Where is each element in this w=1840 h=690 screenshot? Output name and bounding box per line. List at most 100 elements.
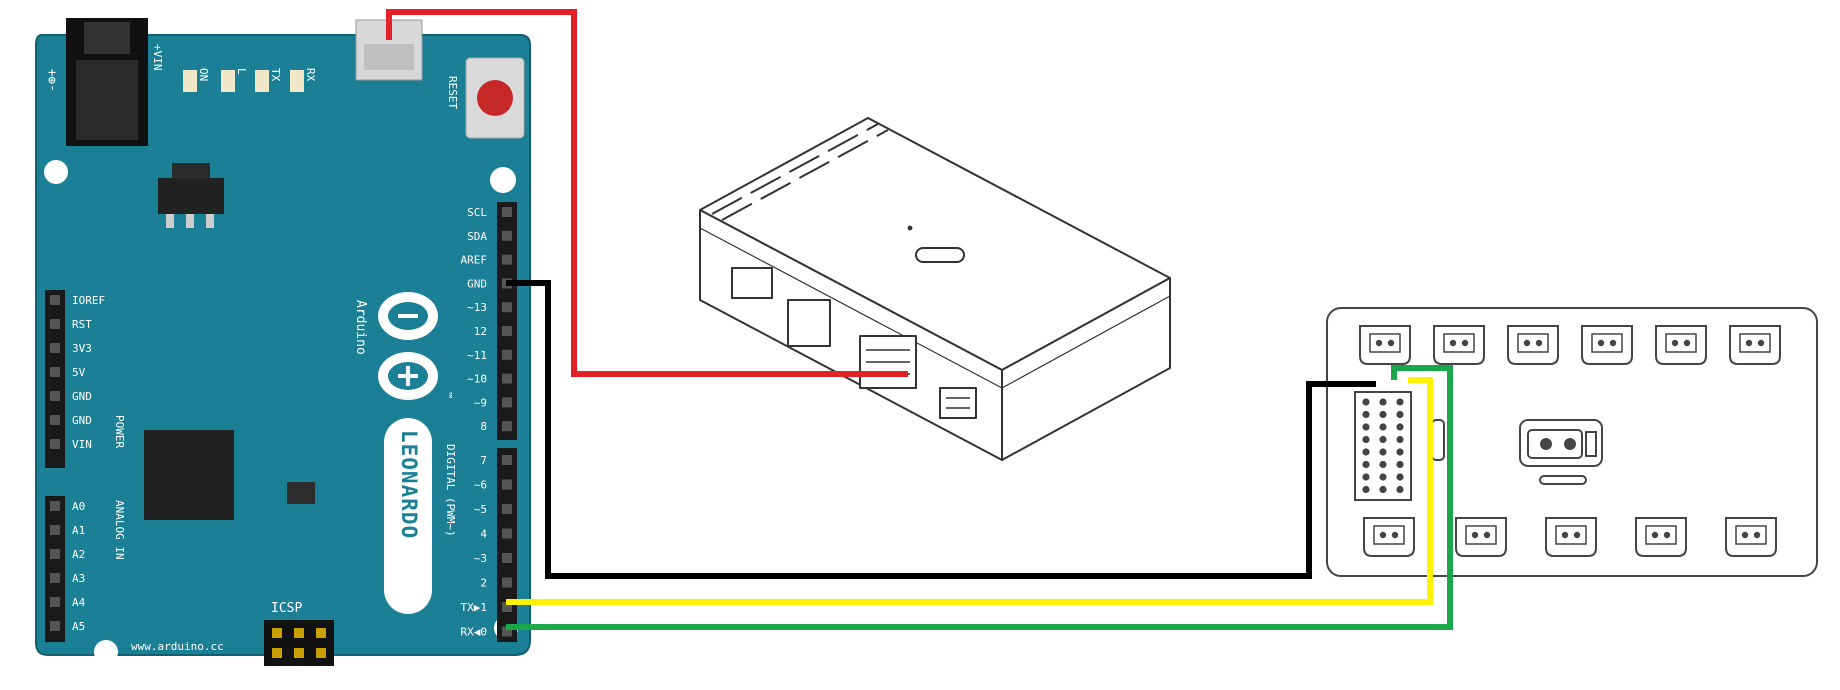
pin-label: TX▶1 <box>461 601 488 614</box>
header-pin <box>502 326 512 336</box>
status-leds <box>183 70 304 92</box>
pin-dot <box>1362 485 1370 494</box>
ground-wire <box>506 280 1376 579</box>
servo-port <box>1433 325 1485 365</box>
analog-pin-label: A5 <box>72 620 85 633</box>
header-pin <box>502 577 512 588</box>
digital-header-lower <box>497 448 517 642</box>
servo-port <box>1507 325 1559 365</box>
led-label-rx: RX <box>304 68 317 82</box>
led-label-tx: TX <box>269 68 282 82</box>
header-pin <box>502 421 512 432</box>
icsp-label: ICSP <box>271 601 302 616</box>
power-pin-label: VIN <box>72 438 92 451</box>
servo-port <box>1729 325 1781 365</box>
pin-dot <box>1362 435 1370 444</box>
header-pin <box>50 439 60 449</box>
header-pin <box>502 397 512 408</box>
header-pin <box>50 573 60 583</box>
reset-button[interactable] <box>465 57 525 139</box>
controller-side-tab <box>1431 419 1445 461</box>
pin-dot <box>1396 448 1404 456</box>
pin-label: 4 <box>480 528 487 541</box>
pin-dot <box>1362 410 1370 419</box>
arduino-leonardo-board: -⊕+ +VIN ON L TX RX RESET <box>35 18 531 668</box>
pin-label: 12 <box>474 325 487 338</box>
pin-dot <box>1396 398 1404 406</box>
small-chip <box>287 482 315 504</box>
header-pin <box>50 525 60 535</box>
pin-label: 2 <box>480 577 487 590</box>
mount-hole <box>490 167 516 193</box>
icsp-header <box>264 620 334 666</box>
model-badge <box>384 418 432 614</box>
pin-dot <box>1362 460 1370 469</box>
rx-wire <box>506 365 1453 630</box>
header-pin <box>50 549 60 559</box>
mount-hole <box>44 160 68 184</box>
power-label: POWER <box>113 415 126 448</box>
pin-dot <box>1362 398 1370 406</box>
pin-label: ~3 <box>474 552 487 565</box>
hub-center-dot <box>907 225 913 231</box>
led-label-on: ON <box>197 68 210 81</box>
mount-hole <box>94 640 118 664</box>
hub-port-power <box>731 267 773 299</box>
pin-dot <box>1396 460 1404 469</box>
analog-pin-label: A0 <box>72 500 85 513</box>
pin-dot <box>1396 410 1404 419</box>
servo-port <box>1545 517 1597 557</box>
hub-front-seam <box>699 227 1171 389</box>
tx-wire <box>506 377 1433 605</box>
pin-dot <box>1379 485 1387 494</box>
servo-controller-icon <box>1326 307 1818 577</box>
pin-dot <box>1362 423 1370 431</box>
pin-dot <box>1379 448 1387 456</box>
vin-label: +VIN <box>151 44 164 71</box>
analog-header <box>45 496 65 642</box>
header-pin <box>50 391 60 401</box>
pin-label: 8 <box>480 420 487 433</box>
model-name: LEONARDO <box>397 430 421 539</box>
sensor-hub-icon <box>699 117 1171 461</box>
header-pin <box>50 621 60 631</box>
header-pin <box>50 597 60 607</box>
pin-label: ~10 <box>467 373 487 386</box>
header-pin <box>50 343 60 353</box>
header-pin <box>50 367 60 377</box>
power-pin-label: 3V3 <box>72 342 92 355</box>
made-in-text: MADE IN ITALY <box>131 655 217 668</box>
header-pin <box>50 501 60 511</box>
header-pin <box>50 295 60 305</box>
microcontroller-chip <box>144 430 234 520</box>
pin-dot <box>1362 473 1370 481</box>
header-pin <box>50 415 60 425</box>
servo-port <box>1455 517 1507 557</box>
website-text: www.arduino.cc <box>131 640 224 653</box>
pin-dot <box>1379 410 1387 419</box>
led-label-l: L <box>235 68 248 75</box>
servo-port <box>1655 325 1707 365</box>
pin-dot <box>1379 423 1387 431</box>
controller-status-slot <box>1539 475 1587 485</box>
pin-label: ~9 <box>474 396 487 409</box>
pin-dot <box>1396 435 1404 444</box>
pin-label: ~5 <box>474 503 487 516</box>
power-pin-label: GND <box>72 390 92 403</box>
brand-name: Arduino <box>353 300 368 355</box>
pin-label: SCL <box>467 206 487 219</box>
trademark-symbol: ™ <box>441 392 454 399</box>
pin-label: ~13 <box>467 301 487 314</box>
dc-power-jack <box>66 18 148 146</box>
pin-dot <box>1396 423 1404 431</box>
servo-port <box>1635 517 1687 557</box>
header-pin <box>502 254 512 265</box>
pin-label: ~6 <box>474 479 487 492</box>
micro-usb-port[interactable] <box>355 19 423 81</box>
voltage-regulator <box>158 163 224 228</box>
analog-in-label: ANALOG IN <box>113 500 126 560</box>
header-pin <box>502 553 512 563</box>
header-pin <box>502 349 512 360</box>
pin-dot <box>1362 448 1370 456</box>
power-pin-label: 5V <box>72 366 86 379</box>
